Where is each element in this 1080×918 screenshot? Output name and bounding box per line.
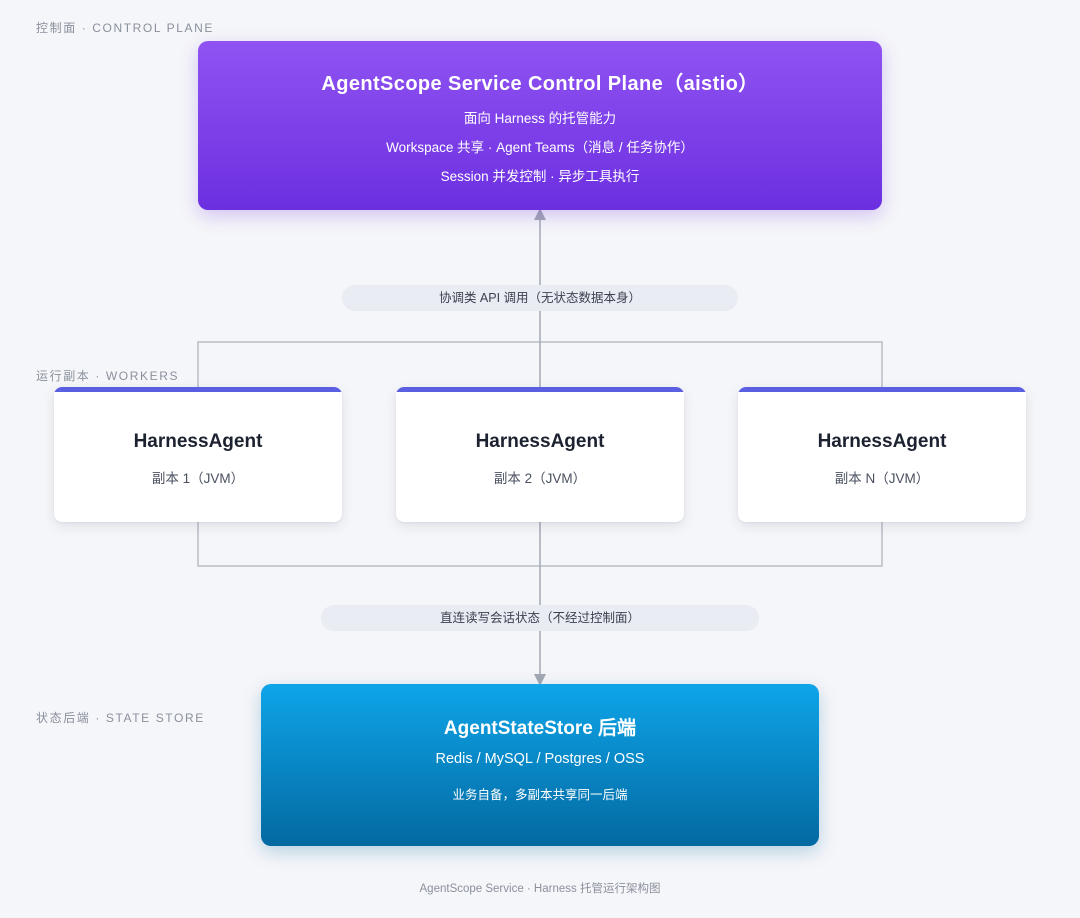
state-store-note: 业务自备，多副本共享同一后端 [452, 788, 628, 802]
worker-accent-bar [738, 387, 1026, 392]
control-plane-line-2: Workspace 共享 · Agent Teams（消息 / 任务协作） [386, 140, 694, 155]
control-plane-line-1: 面向 Harness 的托管能力 [463, 111, 617, 126]
edge-label-state-store: 直连读写会话状态（不经过控制面） [321, 605, 759, 631]
state-store-box: AgentStateStore 后端 Redis / MySQL / Postg… [261, 684, 819, 846]
worker-card-n: HarnessAgent 副本 N（JVM） [738, 387, 1026, 522]
control-plane-title: AgentScope Service Control Plane（aistio） [321, 73, 759, 95]
worker-replica: 副本 1（JVM） [151, 471, 245, 486]
worker-name: HarnessAgent [475, 431, 605, 452]
control-plane-box: AgentScope Service Control Plane（aistio）… [198, 41, 882, 210]
section-label-workers: 运行副本 · WORKERS [36, 369, 180, 383]
worker-card-2: HarnessAgent 副本 2（JVM） [396, 387, 684, 522]
worker-name: HarnessAgent [817, 431, 947, 452]
section-label-state-store: 状态后端 · STATE STORE [36, 711, 205, 725]
worker-name: HarnessAgent [133, 431, 263, 452]
worker-accent-bar [396, 387, 684, 392]
state-store-title: AgentStateStore 后端 [443, 718, 637, 739]
worker-replica: 副本 2（JVM） [493, 471, 587, 486]
worker-replica: 副本 N（JVM） [834, 471, 930, 486]
section-label-control-plane: 控制面 · CONTROL PLANE [36, 21, 214, 35]
edge-label-control-plane: 协调类 API 调用（无状态数据本身） [342, 285, 738, 311]
control-plane-line-3: Session 并发控制 · 异步工具执行 [440, 169, 640, 184]
diagram-caption: AgentScope Service · Harness 托管运行架构图 [419, 883, 661, 895]
worker-accent-bar [54, 387, 342, 392]
state-store-backends: Redis / MySQL / Postgres / OSS [435, 751, 645, 767]
worker-card-1: HarnessAgent 副本 1（JVM） [54, 387, 342, 522]
